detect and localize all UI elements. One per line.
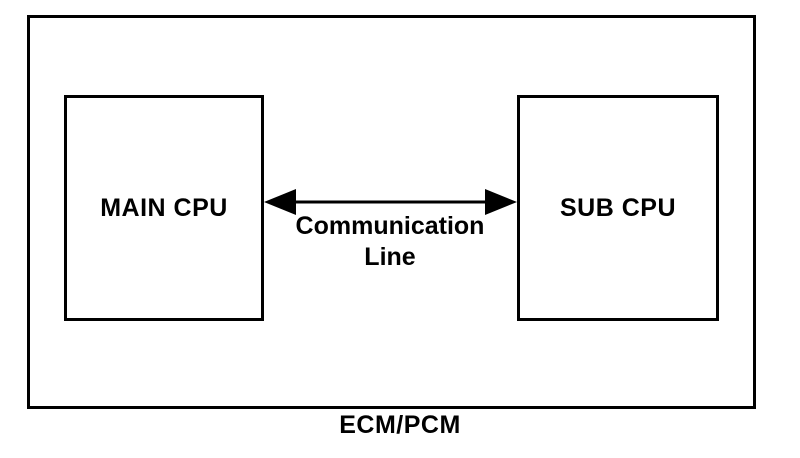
node-main-cpu: MAIN CPU <box>64 95 264 321</box>
diagram-caption: ECM/PCM <box>339 411 461 439</box>
node-main-cpu-label: MAIN CPU <box>100 193 228 222</box>
communication-line-label: Communication Line <box>280 211 500 273</box>
communication-line-label-line2: Line <box>364 243 416 271</box>
node-sub-cpu-label: SUB CPU <box>559 193 676 222</box>
node-sub-cpu: SUB CPU <box>517 95 719 321</box>
communication-line-label-line1: Communication <box>295 212 485 240</box>
